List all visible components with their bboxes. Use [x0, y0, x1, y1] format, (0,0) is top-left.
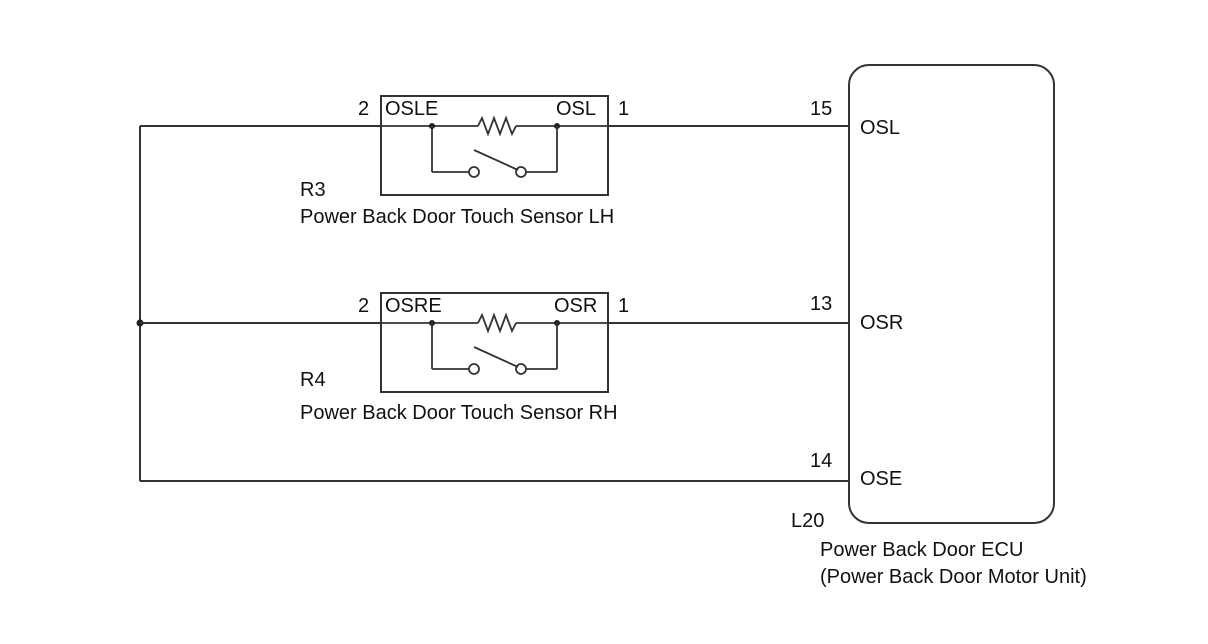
sensor-rh-pin-left: 2	[358, 295, 370, 317]
ecu-terminal: OSE	[860, 468, 903, 490]
ecu-name: Power Back Door ECU	[820, 539, 1024, 561]
ecu-subname: (Power Back Door Motor Unit)	[820, 566, 1087, 588]
sensor-rh-symbol	[380, 292, 609, 393]
switch-lever-icon	[473, 346, 519, 368]
sensor-lh-code: R3	[300, 179, 326, 201]
switch-contact-icon	[515, 363, 527, 375]
switch-lever-icon	[473, 149, 519, 171]
sensor-lh-term-left: OSLE	[385, 98, 439, 120]
sensor-rh-pin-right: 1	[618, 295, 630, 317]
ecu-pin-number: 14	[810, 450, 833, 472]
ecu-terminal: OSR	[860, 312, 904, 334]
sensor-lh-name: Power Back Door Touch Sensor LH	[300, 206, 615, 228]
resistor-icon	[477, 312, 517, 334]
sensor-lh-pin-right: 1	[618, 98, 630, 120]
ecu-box	[848, 64, 1055, 524]
switch-contact-icon	[515, 166, 527, 178]
ecu-terminal: OSL	[860, 117, 901, 139]
sensor-rh-box	[380, 292, 609, 393]
sensor-rh-name: Power Back Door Touch Sensor RH	[300, 402, 618, 424]
sensor-lh-box	[380, 95, 609, 196]
switch-contact-icon	[468, 166, 480, 178]
sensor-rh-term-left: OSRE	[385, 295, 442, 317]
sensor-lh-pin-left: 2	[358, 98, 370, 120]
ecu-pin-number: 13	[810, 293, 833, 315]
sensor-rh-code: R4	[300, 369, 326, 391]
sensor-lh-term-right: OSL	[556, 98, 597, 120]
sensor-rh-term-right: OSR	[554, 295, 598, 317]
resistor-icon	[477, 115, 517, 137]
ecu-pin-number: 15	[810, 98, 833, 120]
sensor-lh-symbol	[380, 95, 609, 196]
switch-contact-icon	[468, 363, 480, 375]
ecu-code: L20	[791, 510, 825, 532]
